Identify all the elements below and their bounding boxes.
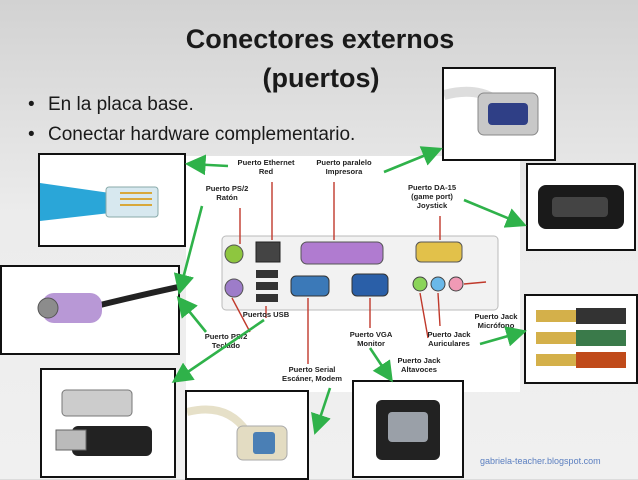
label-headphones: Puerto Jack Auriculares — [427, 330, 471, 348]
arrow-usb — [171, 318, 265, 383]
arrow-vga — [368, 347, 393, 383]
arrow-ps2-kbd — [176, 295, 208, 333]
label-vga: Puerto VGA Monitor — [349, 330, 393, 348]
arrow-ethernet — [184, 154, 229, 176]
motherboard-back-panel — [186, 156, 520, 392]
slide-title-line1: Conectores externos — [185, 24, 455, 54]
photo-db25-cable — [442, 67, 556, 161]
usb-port — [256, 282, 278, 290]
arrow-parallel — [383, 146, 443, 174]
audio-jack-mic — [448, 276, 464, 292]
ps2-mouse-port — [224, 244, 244, 264]
label-ethernet: Puerto Ethernet Red — [237, 158, 295, 176]
label-parallel: Puerto paralelo Impresora — [316, 158, 372, 176]
photo-vga-cable — [352, 380, 464, 478]
arrow-ps2 — [173, 205, 204, 296]
ps2-keyboard-port — [224, 278, 244, 298]
arrow-audio — [479, 326, 527, 347]
da15-port — [415, 241, 463, 263]
label-da15: Puerto DA-15 (game port) Joystick — [407, 183, 457, 210]
photo-audio-cables — [524, 294, 638, 384]
arrow-da15 — [463, 198, 527, 228]
photo-ethernet-cable — [38, 153, 186, 247]
audio-jack-speakers — [412, 276, 428, 292]
audio-jack-headphones — [430, 276, 446, 292]
label-ps2-mouse: Puerto PS/2 Ratón — [205, 184, 249, 202]
arrow-serial — [311, 387, 332, 435]
label-usb: Puertos USB — [242, 310, 290, 319]
ps2-connector-icon — [37, 284, 178, 323]
db25-connector-icon — [444, 86, 539, 136]
ethernet-port — [255, 241, 281, 263]
bullet-item: En la placa base. — [28, 91, 355, 121]
photo-ps2-cable — [0, 265, 180, 355]
bullet-list: En la placa base. Conectar hardware comp… — [28, 91, 355, 151]
label-mic: Puerto Jack Micrófono — [474, 312, 518, 330]
slide-title-line2: (puertos) — [262, 63, 380, 93]
audio-jack-connector-icon — [536, 308, 626, 368]
parallel-port — [300, 241, 384, 265]
usb-port — [256, 270, 278, 278]
usb-connector-icon — [55, 389, 152, 456]
da15-connector-icon — [538, 185, 624, 229]
photo-serial-cable — [185, 390, 309, 480]
source-credit: gabriela-teacher.blogspot.com — [480, 456, 601, 466]
label-serial: Puerto Serial Escáner, Modem — [282, 365, 342, 383]
vga-port — [351, 273, 389, 297]
vga-connector-icon — [376, 400, 440, 460]
rj45-connector-icon — [40, 183, 159, 221]
bullet-item: Conectar hardware complementario. — [28, 121, 355, 151]
label-speakers: Puerto Jack Altavoces — [397, 356, 441, 374]
serial-connector-icon — [187, 405, 288, 461]
photo-da15-cable — [526, 163, 636, 251]
usb-port — [256, 294, 278, 302]
serial-port — [290, 275, 330, 297]
photo-usb-cable — [40, 368, 176, 478]
